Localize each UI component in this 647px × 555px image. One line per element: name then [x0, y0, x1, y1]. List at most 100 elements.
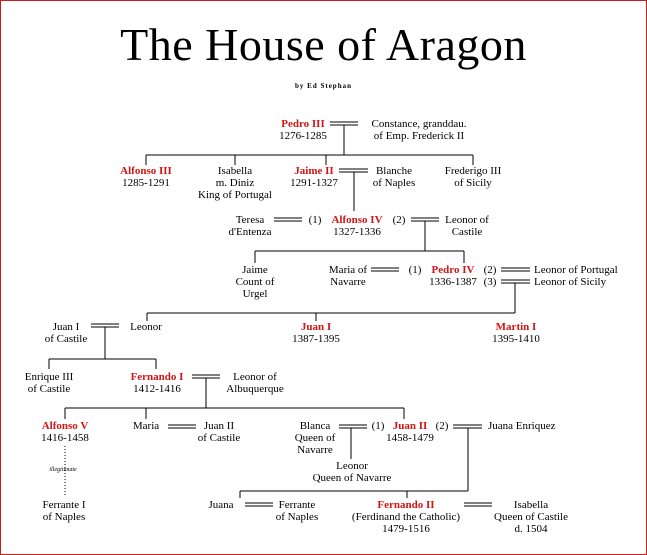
person-line: Urgel: [242, 288, 268, 300]
marriage-mark: (2): [392, 214, 406, 226]
reign-dates: 1336-1387: [429, 276, 477, 288]
person-line: of Sicily: [454, 177, 492, 189]
reign-dates: 1291-1327: [290, 177, 338, 189]
person-alfonso-v: Alfonso V 1416-1458: [41, 420, 89, 444]
person-blanca: Blanca Queen of Navarre: [295, 420, 336, 456]
person-line: Maria of: [328, 264, 368, 276]
reign-dates: 1387-1395: [292, 333, 340, 345]
person-leonor-navarre: Leonor Queen of Navarre: [313, 460, 392, 484]
person-fernando-ii: Fernando II (Ferdinand the Catholic) 147…: [352, 499, 460, 535]
person-juan-i: Juan I 1387-1395: [292, 321, 340, 345]
person-teresa: Teresa d'Entenza: [229, 214, 272, 238]
person-line: Navarre: [297, 444, 333, 456]
marriage-mark: (1): [308, 214, 322, 226]
person-martin-i: Martin I 1395-1410: [492, 321, 540, 345]
person-juana-enriquez: Juana Enriquez: [488, 420, 556, 432]
person-line: d. 1504: [514, 523, 548, 535]
reign-dates: 1327-1336: [333, 226, 381, 238]
person-line: Ferrante: [278, 499, 316, 511]
person-line: Leonor of: [233, 371, 277, 383]
marriage-mark: (1): [408, 264, 422, 276]
person-line: of Naples: [42, 511, 86, 523]
person-line: Count of: [235, 276, 275, 288]
person-alfonso-iii: Alfonso III 1285-1291: [120, 165, 172, 189]
person-leonor: Leonor: [130, 321, 162, 333]
person-line: m. Diniz: [215, 177, 255, 189]
person-line: King of Portugal: [198, 189, 272, 201]
reign-dates: 1276-1285: [279, 130, 327, 142]
person-fernando-i: Fernando I 1412-1416: [131, 371, 184, 395]
reign-dates: 1285-1291: [122, 177, 170, 189]
reign-dates: 1479-1516: [382, 523, 430, 535]
author-credit: by Ed Stephan: [295, 82, 352, 90]
reign-dates: 1412-1416: [133, 383, 181, 395]
ruler-name: Fernando I: [130, 371, 184, 383]
person-ferrante-naples: Ferrante of Naples: [276, 499, 318, 523]
ruler-name: Juan II: [392, 420, 428, 432]
person-line: Constance, granddau.: [371, 118, 467, 130]
person-line: Enrique III: [24, 371, 74, 383]
person-juan-ii-castile: Juan II of Castile: [198, 420, 240, 444]
reign-dates: 1458-1479: [386, 432, 434, 444]
person-leonor-castile: Leonor of Castile: [445, 214, 489, 238]
person-maria-navarre: Maria of Navarre: [329, 264, 367, 288]
ruler-name: Pedro IV: [431, 264, 475, 276]
person-constance: Constance, granddau. of Emp. Frederick I…: [372, 118, 467, 142]
person-isabella-diniz: Isabella m. Diniz King of Portugal: [198, 165, 272, 201]
person-juan-i-castile: Juan I of Castile: [45, 321, 87, 345]
chart-title: The House of Aragon: [120, 19, 527, 70]
person-line: Ferrante I: [42, 499, 86, 511]
person-line: of Naples: [372, 177, 416, 189]
marriage-mark: (2): [483, 264, 497, 276]
person-juana: Juana: [208, 499, 233, 511]
person-line: of Castile: [44, 333, 88, 345]
person-line: Juana: [208, 499, 234, 511]
person-line: Juan II: [203, 420, 235, 432]
person-leonor-portugal-sicily: Leonor of Portugal Leonor of Sicily: [534, 264, 618, 288]
person-line: Teresa: [235, 214, 265, 226]
person-line: Queen of Navarre: [312, 472, 392, 484]
person-line: Isabella: [513, 499, 549, 511]
ruler-name: Jaime II: [294, 165, 334, 177]
person-blanche: Blanche of Naples: [373, 165, 415, 189]
person-line: of Emp. Frederick II: [373, 130, 465, 142]
person-line: Navarre: [330, 276, 366, 288]
person-line: Queen of: [294, 432, 336, 444]
ruler-name: Fernando II: [377, 499, 435, 511]
reign-dates: 1416-1458: [41, 432, 89, 444]
person-line: Juan I: [52, 321, 80, 333]
person-maria: Maria: [133, 420, 159, 432]
marriage-mark: (2): [435, 420, 449, 432]
person-line: d'Entenza: [228, 226, 272, 238]
person-isabella-castile: Isabella Queen of Castile d. 1504: [494, 499, 568, 535]
marriage-mark: (3): [483, 276, 497, 288]
reign-dates: 1395-1410: [492, 333, 540, 345]
person-line: of Castile: [197, 432, 241, 444]
person-enrique-iii: Enrique III of Castile: [25, 371, 74, 395]
ruler-name: Alfonso IV: [331, 214, 383, 226]
person-line: Frederigo III: [444, 165, 502, 177]
person-line: Leonor of Portugal: [534, 264, 618, 276]
person-line: Queen of Castile: [494, 511, 568, 523]
person-ferrante-i: Ferrante I of Naples: [42, 499, 85, 523]
ruler-name: Pedro III: [281, 118, 325, 130]
person-line: Leonor: [130, 321, 162, 333]
person-line: Leonor of: [445, 214, 489, 226]
person-line: Blanca: [299, 420, 331, 432]
person-line: Jaime: [242, 264, 268, 276]
person-line: (Ferdinand the Catholic): [351, 511, 461, 523]
ruler-name: Alfonso V: [41, 420, 89, 432]
person-line: Isabella: [217, 165, 253, 177]
illegitimate-note: illegitimate: [49, 467, 77, 473]
marriage-mark: (1): [371, 420, 385, 432]
person-line: Maria: [132, 420, 160, 432]
person-line: Leonor of Sicily: [534, 276, 607, 288]
person-pedro-iii: Pedro III 1276-1285: [279, 118, 327, 142]
person-line: of Naples: [275, 511, 319, 523]
person-line: Juana Enriquez: [488, 420, 556, 432]
person-line: Albuquerque: [226, 383, 284, 395]
person-juan-ii: Juan II 1458-1479: [386, 420, 434, 444]
person-leonor-albuquerque: Leonor of Albuquerque: [226, 371, 283, 395]
